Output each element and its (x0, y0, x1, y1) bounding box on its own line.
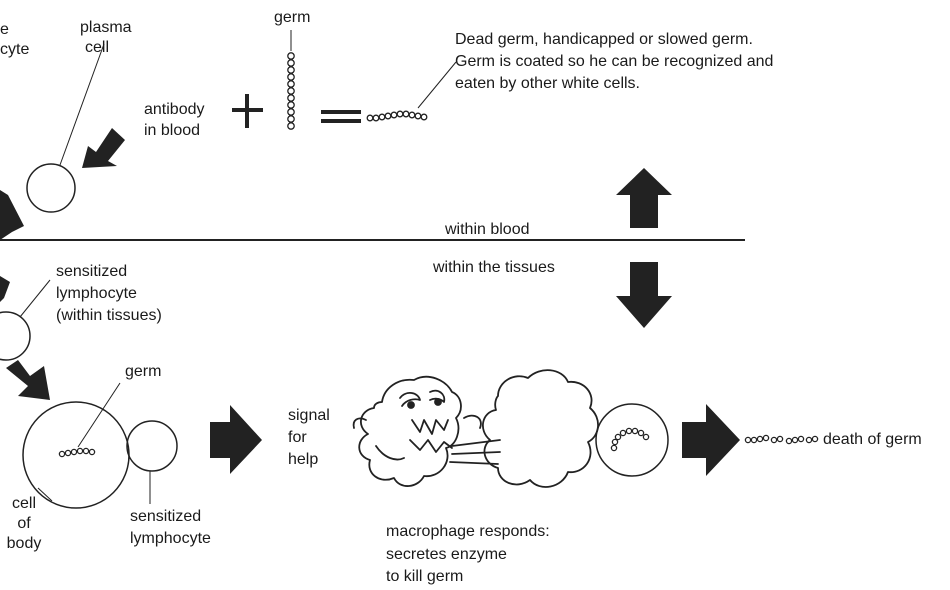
macrophage-label-line3: to kill germ (386, 567, 463, 586)
tissue-lymphocyte-pointer (20, 280, 50, 317)
body-cell-circle (23, 402, 129, 508)
germ-chain-vertical (288, 53, 294, 129)
arrow-to-antibody (82, 128, 125, 168)
cell-of-body-label-line2: of (2, 514, 46, 533)
cell-of-body-label-line1: cell (2, 494, 46, 513)
curled-germ (611, 428, 648, 450)
partial-arrow-top-left (0, 190, 24, 240)
result-note-line3: eaten by other white cells. (455, 74, 640, 93)
partial-label-bottom: cyte (0, 40, 29, 59)
macrophage-illustration (354, 370, 598, 487)
dead-germ-fragments (745, 435, 817, 443)
death-of-germ-label: death of germ (823, 430, 922, 449)
plasma-cell-circle (27, 164, 75, 212)
arrow-to-cell (6, 360, 50, 400)
tissue-lymphocyte-circle (0, 312, 30, 360)
engulfed-germ-circle (596, 404, 668, 476)
tissue-lymphocyte-label-line1: sensitized (56, 262, 127, 281)
signal-label-line1: signal (288, 406, 330, 425)
partial-arrow-mid-left (0, 276, 10, 302)
down-arrow (616, 262, 672, 328)
antibody-label-line2: in blood (144, 121, 200, 140)
tissue-lymphocyte-label-line2: lymphocyte (56, 284, 137, 303)
label-within-tissues: within the tissues (433, 258, 555, 277)
partial-label-top: e (0, 20, 9, 39)
arrow-death (682, 404, 740, 476)
macrophage-label-line2: secretes enzyme (386, 545, 507, 564)
up-arrow (616, 168, 672, 228)
sensitized-lymphocyte-label-line1: sensitized (130, 507, 201, 526)
signal-label-line2: for (288, 428, 307, 447)
arrow-signal (210, 405, 262, 474)
coated-germ (367, 111, 427, 121)
macrophage-label-line1: macrophage responds: (386, 522, 550, 541)
result-note-line1: Dead germ, handicapped or slowed germ. (455, 30, 753, 49)
plasma-cell-label-line2: cell (85, 38, 109, 57)
equals-sign-bottom (321, 119, 361, 123)
plus-sign-vertical (245, 94, 249, 128)
sensitized-lymphocyte-label-line2: lymphocyte (130, 529, 211, 548)
result-note-line2: Germ is coated so he can be recognized a… (455, 52, 773, 71)
cell-of-body-label-line3: body (2, 534, 46, 553)
tissue-lymphocyte-label-line3: (within tissues) (56, 306, 162, 325)
antibody-label-line1: antibody (144, 100, 205, 119)
sensitized-lymphocyte-circle (127, 421, 177, 471)
plasma-cell-pointer (60, 44, 104, 165)
germ-label-bottom: germ (125, 362, 161, 381)
result-note-pointer (418, 62, 456, 108)
signal-label-line3: help (288, 450, 318, 469)
equals-sign-top (321, 110, 361, 114)
label-within-blood: within blood (445, 220, 530, 239)
germ-in-cell-pointer (78, 383, 120, 447)
germ-in-cell (59, 448, 94, 456)
plasma-cell-label-line1: plasma (80, 18, 132, 37)
germ-label-top: germ (274, 8, 310, 27)
